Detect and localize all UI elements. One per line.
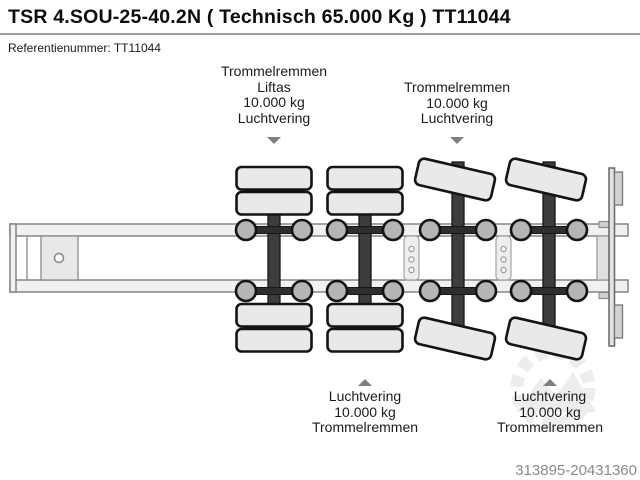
axle-label-line: Liftas [257,78,291,95]
air-bellow [509,218,533,242]
air-bellow [234,218,258,242]
axle-label-line: 10.000 kg [334,403,396,420]
axle-label-line: Luchtvering [420,110,494,126]
tire [326,190,404,216]
steered-tire [504,157,588,202]
chassis-frame [9,167,629,347]
rear-bumper-assembly [596,167,624,347]
tire [326,327,404,353]
air-bellow [565,279,589,303]
air-bellow [474,218,498,242]
air-bellow [290,218,314,242]
axle-2-dual [325,165,405,353]
connector-plate-1 [403,235,420,281]
steered-tire [504,316,588,361]
axle-label-line: Luchtvering [328,388,402,404]
rear-marker-top [613,171,624,206]
listing-number: 313895-20431360 [515,462,637,479]
axle-2-label: Luchtvering 10.000 kg Trommelremmen [275,388,455,436]
axle-4-label: Luchtvering 10.000 kg Trommelremmen [460,388,640,436]
arrow-up-icon [358,379,372,386]
tire [235,165,313,191]
axle-label-line: Luchtvering [237,109,311,126]
air-bellow [509,279,533,303]
arrow-down-icon [267,137,281,144]
axle-label-line: Trommelremmen [311,419,419,435]
axle-label-line: Trommelremmen [220,63,328,79]
tire [326,165,404,191]
air-bellow [234,279,258,303]
axle-label-line: 10.000 kg [519,403,581,420]
rear-marker-bottom [613,304,624,339]
air-bellow [418,279,442,303]
axle-label-line: Trommelremmen [496,419,604,435]
tire [326,302,404,328]
connector-plate-2 [495,235,512,281]
tire [235,327,313,353]
air-bellow [325,218,349,242]
rear-end-plate [608,167,616,347]
arrow-down-icon [450,137,464,144]
arrow-up-icon [543,379,557,386]
axle-label-line: 10.000 kg [426,94,488,111]
tire [235,302,313,328]
tire [235,190,313,216]
steered-tire [413,157,497,202]
air-bellow [418,218,442,242]
air-bellow [381,218,405,242]
air-bellow [290,279,314,303]
axle-4-steered [504,157,589,361]
page-title: TSR 4.SOU-25-40.2N ( Technisch 65.000 Kg… [8,6,511,28]
air-bellow [381,279,405,303]
axle-1-label: Trommelremmen Liftas 10.000 kg Luchtveri… [184,63,364,126]
axle-3-label: Trommelremmen 10.000 kg Luchtvering [367,79,547,127]
axle-label-line: Luchtvering [513,388,587,404]
axle-label-line: 10.000 kg [243,94,305,110]
watermark-logo [510,345,596,432]
air-bellow [474,279,498,303]
steered-tire [413,316,497,361]
kingpin [53,252,65,264]
reference-number: Referentienummer: TT11044 [8,41,161,55]
axle-label-line: Trommelremmen [403,79,511,95]
chassis-front-cap [9,223,17,293]
air-bellow [565,218,589,242]
axle-3-steered [413,157,498,361]
air-bellow [325,279,349,303]
kingpin-plate [40,235,79,281]
title-divider [0,33,640,35]
axle-1-lift-dual [234,165,314,353]
